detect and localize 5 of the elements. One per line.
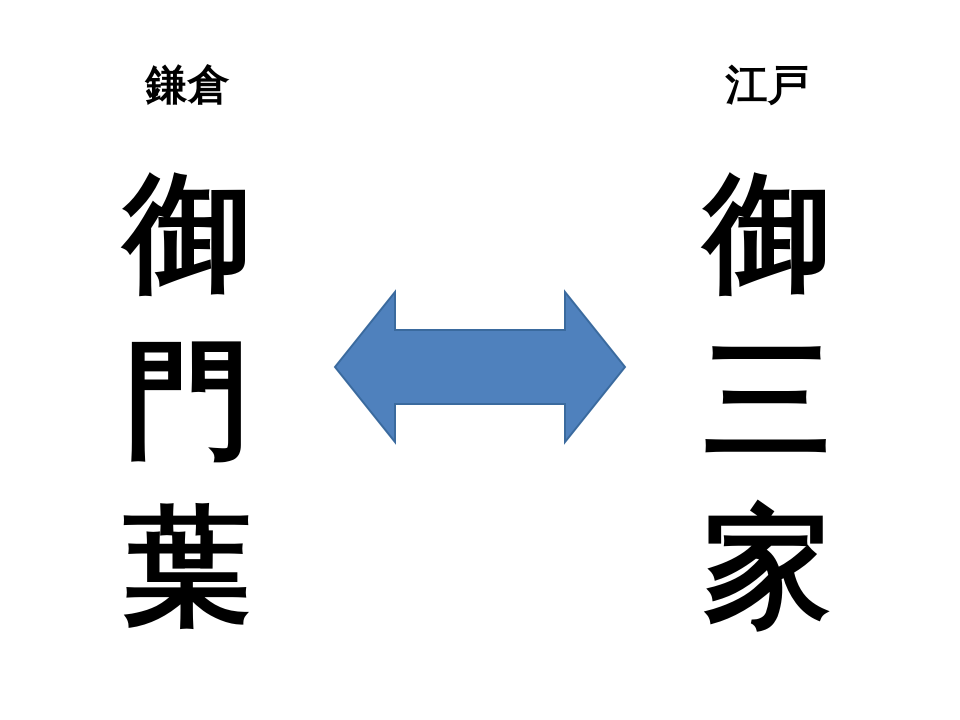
vertical-text: 御三家 xyxy=(700,150,835,651)
heading: 鎌倉 xyxy=(146,60,230,110)
heading: 江戸 xyxy=(726,60,810,110)
double-arrow xyxy=(334,289,626,445)
vertical-text: 御門葉 xyxy=(120,150,255,651)
